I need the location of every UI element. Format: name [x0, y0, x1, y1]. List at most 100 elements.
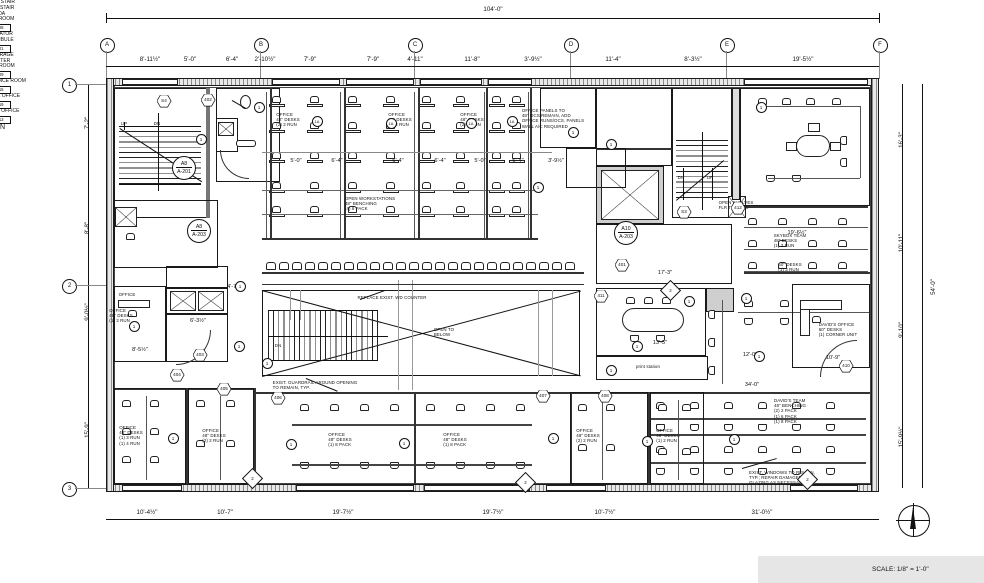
window-band: [488, 79, 532, 85]
keynote-tag-11: 1: [261, 357, 273, 369]
keynote-tag-17: 1: [755, 101, 767, 113]
annotation-line: DN: [677, 175, 685, 180]
detail-sheet: A-203: [618, 232, 634, 240]
east-chair-2-3: [758, 446, 767, 453]
s3-spine: [602, 400, 603, 480]
room-label-6: CALL ROOM409: [0, 64, 492, 80]
door-tag-405: 405: [217, 383, 231, 395]
east-mid-chair-1: [780, 300, 789, 307]
skybox-chair-right-0: [840, 136, 847, 145]
counter-stool-18: [500, 262, 510, 270]
window-band: [122, 79, 178, 85]
annotation-8: UP: [707, 175, 713, 180]
grid-bubble-F: F: [872, 38, 888, 53]
note-line: (2) 2 RUN: [276, 122, 297, 128]
room-name-line: CONFERENCE ROOM: [0, 78, 26, 85]
door-tag-402: 402: [201, 94, 215, 106]
grid-line-B: [260, 51, 261, 79]
counter-stool-15: [461, 262, 471, 270]
note-line: (1) 8 PACK: [773, 418, 797, 424]
room-labels: WEST STAIREAST STAIRADABATHROOM408ELEVAT…: [0, 0, 984, 124]
north-arrow-circle: [898, 505, 930, 537]
conference-room: [596, 288, 706, 356]
sw1-chair-1: [150, 400, 159, 407]
workstation-chair-5-2: [456, 152, 465, 159]
annotation-line: print station: [636, 364, 660, 369]
grid-bubble-1: 1: [62, 77, 77, 93]
elevator-car: [601, 170, 659, 220]
door-tag-S4: S4: [157, 95, 171, 107]
note-line: OFFICE: [118, 292, 136, 297]
stair-stringer: [702, 132, 703, 210]
annotation-line: EXIST. GUARDRAIL AROUND OPENING: [272, 380, 358, 385]
interior-dim-9: 12'-0": [742, 352, 758, 358]
keynote-tag-5: 1: [532, 181, 544, 193]
grid-bubble-E: E: [719, 38, 735, 53]
counter-line: [262, 272, 584, 274]
counter-stool-11: [409, 262, 419, 270]
counter-stool-10: [396, 262, 406, 270]
counter-stool-12: [422, 262, 432, 270]
skybox-table-line-v: [860, 106, 861, 178]
east-chair-2-4: [792, 446, 801, 453]
note-line: OPEN WORKSTATIONS: [344, 196, 396, 201]
note-line: OFFICE: [328, 432, 345, 437]
diamond-id: 2: [668, 287, 672, 293]
skybox-team-chair-2-1: [778, 262, 787, 269]
office-partition: [418, 88, 420, 238]
skybox-chair-top-2: [806, 98, 815, 105]
north-arrow-needle: [910, 507, 916, 529]
skybox-team-chair-1-2: [808, 240, 817, 247]
south-bench-row-0: [292, 424, 532, 426]
room-name-line: CENTER: [0, 57, 11, 64]
east-chair-2-5: [826, 446, 835, 453]
workstation-desk-7-0: [509, 104, 525, 107]
south-chair-1-4: [426, 462, 435, 469]
sw2-chair-0: [196, 400, 205, 407]
left-dim-chain: [88, 84, 89, 488]
east-chair-0-2: [724, 402, 733, 409]
skybox-chair-right-1: [840, 158, 847, 167]
east-chair-3-4: [792, 468, 801, 475]
annotation-10: DN: [275, 343, 282, 348]
south-mid-wall: [414, 396, 416, 484]
keynote-tag-14: 1: [631, 340, 643, 352]
window-band: [744, 79, 868, 85]
detail-id: A10: [621, 226, 631, 232]
note-line: (2) 2 RUN: [576, 438, 597, 444]
benching-spine-0: [266, 92, 267, 238]
door-tag-401: 401: [615, 259, 629, 271]
counter-stool-4: [318, 262, 328, 270]
detail-sheet: A-201: [176, 167, 192, 175]
interior-dim-4: 5'-0": [474, 158, 486, 164]
sw1-chair-0: [122, 400, 131, 407]
void-grid: [552, 290, 553, 376]
note-line: 48" DESKS: [443, 437, 467, 443]
window-band: [790, 485, 858, 491]
keynote-tag-3: 1A: [465, 117, 477, 129]
note-line: OFFICE: [443, 432, 460, 437]
dim-top-10: 8'-3½": [684, 56, 702, 63]
grid-line-A: [106, 51, 107, 79]
counter-x: [198, 291, 224, 311]
room-name-line: BEVERAGE: [0, 51, 14, 58]
note-line: OFFICE: [276, 112, 293, 117]
stair-edge: [119, 126, 201, 127]
door-tag-403: 403: [193, 349, 207, 361]
east-stair-room: [672, 88, 732, 218]
workstation-desk-6-1: [489, 130, 505, 133]
room-number: 415: [0, 85, 11, 94]
skybox-table-line-b: [768, 178, 860, 179]
counter-stool-21: [539, 262, 549, 270]
office-band-south-edge: [262, 238, 538, 240]
note-line: 48" DESKS: [202, 433, 226, 439]
overall-top-dim-line: [106, 18, 879, 19]
interior-dim-3: 6'-4": [434, 158, 446, 164]
dim-right-4: 54'-0": [930, 279, 937, 295]
diamond-id: 2: [805, 476, 809, 482]
dim-top-8: 3'-9½": [524, 56, 542, 63]
skybox-chair-top-3: [832, 98, 841, 105]
interior-dim-5: 6'-4": [512, 158, 524, 164]
annotation-line: UP: [706, 175, 714, 180]
